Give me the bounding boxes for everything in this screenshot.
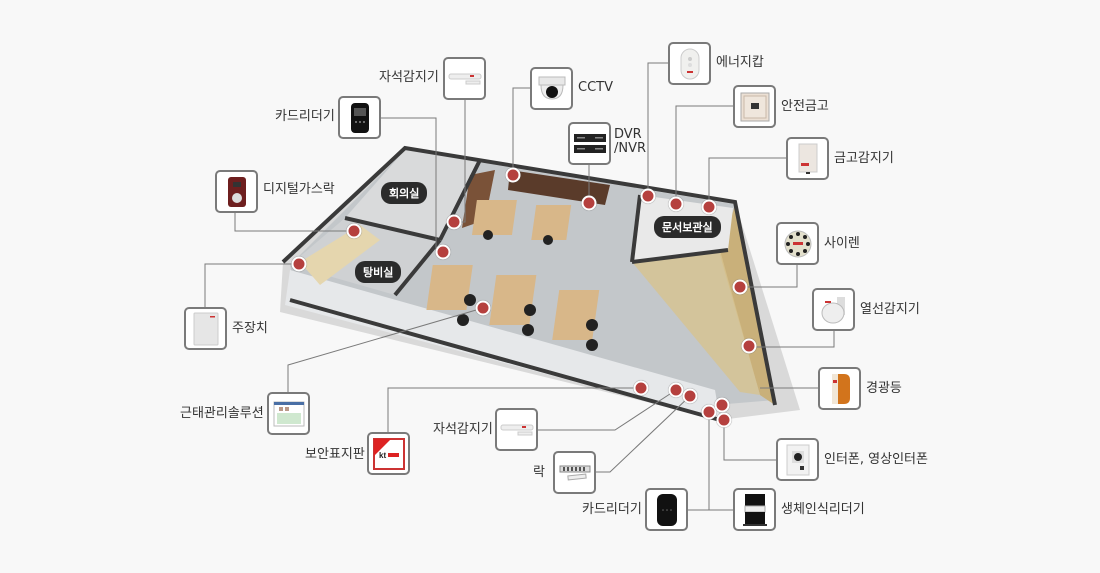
room-tag-pantry: 탕비실 bbox=[355, 261, 402, 283]
room-tag-archive: 문서보관실 bbox=[654, 216, 721, 238]
warning-light-icon bbox=[831, 373, 850, 404]
label-main-unit: 주장치 bbox=[232, 321, 268, 336]
card-reader-icon bbox=[350, 102, 369, 133]
label-dvr-nvr: DVR /NVR bbox=[614, 128, 646, 156]
marker-magnetic-sensor-bottom[interactable] bbox=[668, 382, 684, 398]
lock-icon bbox=[559, 465, 590, 480]
device-digital-lock[interactable] bbox=[215, 170, 258, 213]
marker-energy-cap[interactable] bbox=[640, 188, 656, 204]
device-cctv[interactable] bbox=[530, 67, 573, 110]
label-card-reader-top: 카드리더기 bbox=[275, 109, 335, 124]
magnetic-sensor-icon bbox=[500, 424, 533, 435]
pir-sensor-icon bbox=[821, 296, 845, 323]
device-safe-sensor[interactable] bbox=[786, 137, 829, 180]
device-intercom[interactable] bbox=[776, 438, 819, 481]
room-tag-meeting: 회의실 bbox=[381, 182, 428, 204]
marker-safe[interactable] bbox=[668, 196, 684, 212]
card-reader-icon bbox=[656, 493, 677, 526]
label-magnetic-sensor-top: 자석감지기 bbox=[379, 70, 439, 85]
safe-icon bbox=[740, 92, 769, 121]
label-intercom: 인터폰, 영상인터폰 bbox=[824, 452, 928, 467]
marker-siren[interactable] bbox=[732, 279, 748, 295]
device-safe[interactable] bbox=[733, 85, 776, 128]
device-lock[interactable] bbox=[553, 451, 596, 494]
label-security-sign: 보안표지판 bbox=[305, 447, 365, 462]
siren-icon bbox=[784, 230, 811, 257]
device-security-sign[interactable]: kt bbox=[367, 432, 410, 475]
label-magnetic-sensor-bottom: 자석감지기 bbox=[433, 422, 493, 437]
device-biometric-reader[interactable] bbox=[733, 488, 776, 531]
label-attendance-software: 근태관리솔루션 bbox=[180, 406, 264, 421]
marker-magnetic-sensor-top[interactable] bbox=[446, 214, 462, 230]
marker-safe-sensor[interactable] bbox=[701, 199, 717, 215]
marker-lock[interactable] bbox=[682, 388, 698, 404]
label-digital-lock: 디지털가스락 bbox=[263, 182, 335, 197]
marker-cctv[interactable] bbox=[505, 167, 521, 183]
marker-intercom[interactable] bbox=[716, 412, 732, 428]
marker-card-reader-bottom[interactable] bbox=[701, 404, 717, 420]
marker-digital-lock[interactable] bbox=[346, 223, 362, 239]
label-safe-sensor: 금고감지기 bbox=[834, 151, 894, 166]
device-siren[interactable] bbox=[776, 222, 819, 265]
label-safe: 안전금고 bbox=[781, 99, 829, 114]
biometric-reader-icon bbox=[742, 493, 767, 526]
label-dvr-line1: DVR bbox=[614, 127, 642, 142]
device-card-reader-bottom[interactable] bbox=[645, 488, 688, 531]
device-magnetic-sensor-bottom[interactable] bbox=[495, 408, 538, 451]
label-cctv: CCTV bbox=[578, 80, 613, 95]
main-unit-icon bbox=[193, 312, 218, 345]
marker-security-sign[interactable] bbox=[633, 380, 649, 396]
label-lock: 락 bbox=[533, 465, 545, 480]
label-card-reader-bottom: 카드리더기 bbox=[582, 502, 642, 517]
device-magnetic-sensor-top[interactable] bbox=[443, 57, 486, 100]
cctv-icon bbox=[538, 76, 565, 100]
marker-attendance[interactable] bbox=[475, 300, 491, 316]
intercom-icon bbox=[786, 444, 809, 475]
device-attendance-software[interactable] bbox=[267, 392, 310, 435]
label-pir-sensor: 열선감지기 bbox=[860, 302, 920, 317]
digital-lock-icon bbox=[227, 176, 246, 207]
label-energy-cap: 에너지캅 bbox=[716, 55, 764, 70]
label-biometric-reader: 생체인식리더기 bbox=[781, 502, 865, 517]
device-energy-cap[interactable] bbox=[668, 42, 711, 85]
label-warning-light: 경광등 bbox=[866, 381, 902, 396]
marker-main-unit[interactable] bbox=[291, 256, 307, 272]
safe-sensor-icon bbox=[798, 143, 817, 174]
marker-dvr[interactable] bbox=[581, 195, 597, 211]
svg-text:kt: kt bbox=[379, 451, 386, 460]
security-sign-icon: kt bbox=[372, 437, 405, 470]
marker-pir-sensor[interactable] bbox=[741, 338, 757, 354]
label-dvr-line2: /NVR bbox=[614, 141, 647, 156]
device-dvr-nvr[interactable] bbox=[568, 122, 611, 165]
attendance-software-icon bbox=[273, 401, 304, 426]
device-warning-light[interactable] bbox=[818, 367, 861, 410]
device-pir-sensor[interactable] bbox=[812, 288, 855, 331]
device-main-unit[interactable] bbox=[184, 307, 227, 350]
magnetic-sensor-icon bbox=[448, 73, 481, 84]
device-card-reader-top[interactable] bbox=[338, 96, 381, 139]
label-siren: 사이렌 bbox=[824, 236, 860, 251]
marker-biometric[interactable] bbox=[714, 397, 730, 413]
dvr-icon bbox=[573, 133, 606, 153]
energy-cap-icon bbox=[680, 48, 699, 79]
marker-card-reader-top[interactable] bbox=[435, 244, 451, 260]
